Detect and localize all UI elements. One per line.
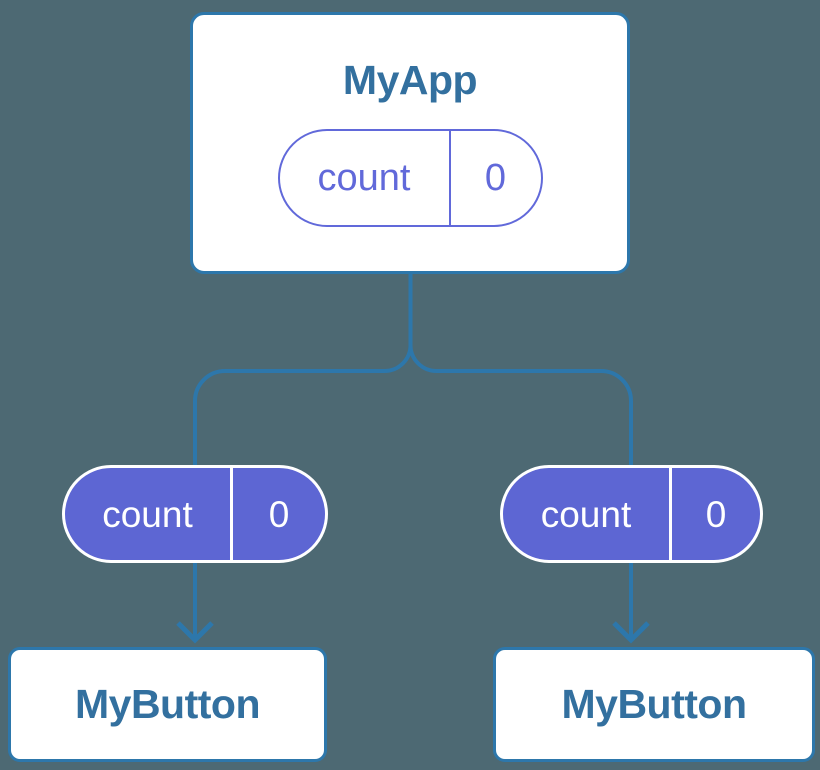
prop-pill-right-label: count (503, 468, 672, 560)
state-pill-value: 0 (484, 156, 507, 199)
mybutton-right-title: MyButton (561, 681, 747, 727)
myapp-node: MyApp count 0 (190, 12, 630, 274)
prop-pill-right-value: 0 (705, 493, 727, 535)
prop-pill-left: count 0 (62, 465, 328, 563)
connector-right-branch (408, 344, 633, 638)
mybutton-node-left: MyButton (8, 647, 327, 762)
connector-left-branch (193, 344, 413, 638)
prop-pill-right: count 0 (500, 465, 763, 563)
mybutton-left-title: MyButton (74, 681, 261, 727)
myapp-state-pill: count 0 (277, 128, 543, 227)
down-arrow-left-icon (176, 621, 214, 644)
prop-pill-left-label: count (65, 468, 233, 560)
prop-pill-left-value: 0 (268, 493, 290, 535)
myapp-node-title: MyApp (342, 56, 478, 103)
state-pill-label: count (280, 130, 451, 225)
mybutton-node-right: MyButton (493, 647, 815, 762)
down-arrow-right-icon (612, 621, 650, 644)
